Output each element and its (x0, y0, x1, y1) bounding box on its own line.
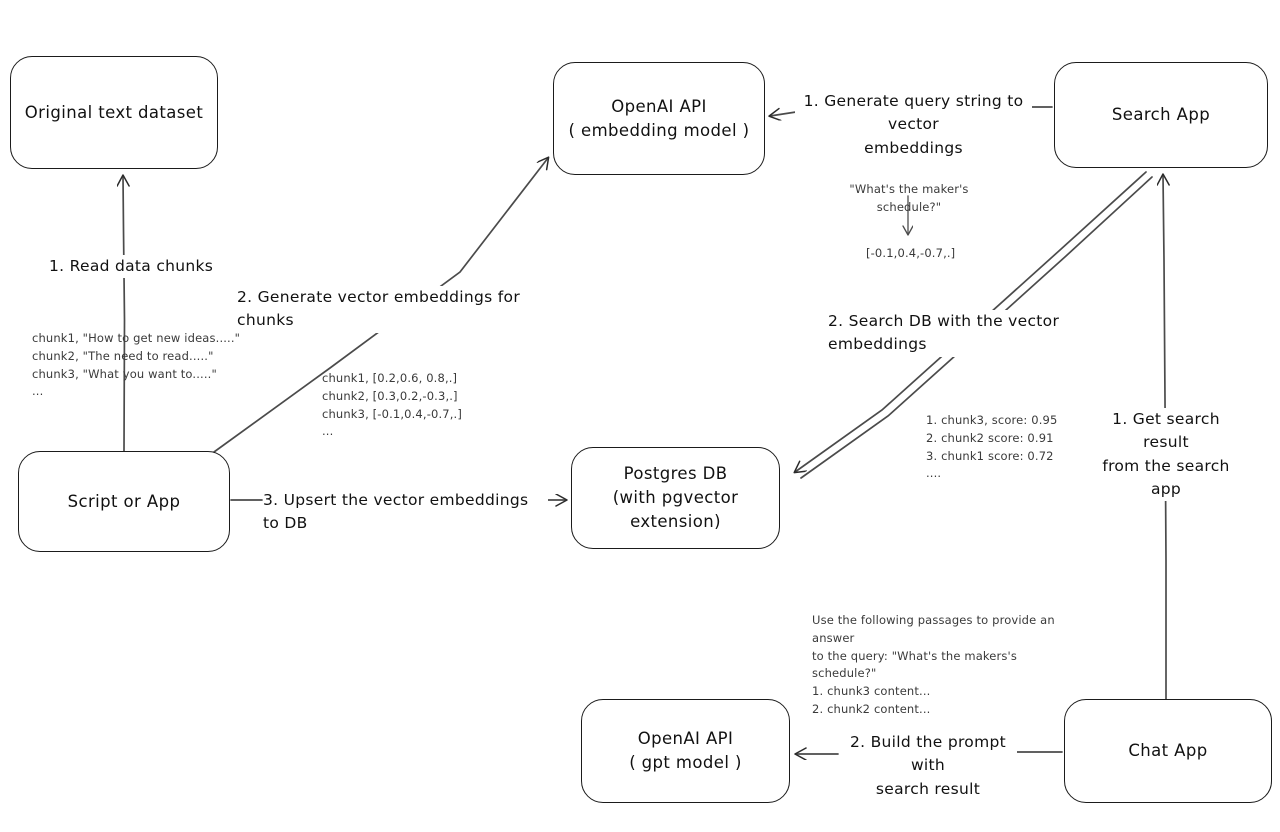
node-original-text-dataset[interactable]: Original text dataset (10, 56, 218, 169)
node-label: Postgres DB (with pgvector extension) (612, 464, 739, 531)
note-search-results: 1. chunk3, score: 0.95 2. chunk2 score: … (926, 413, 1058, 481)
node-label: Chat App (1128, 741, 1208, 761)
node-search-app[interactable]: Search App (1054, 62, 1268, 168)
note-chunk-embeddings: chunk1, [0.2,0.6, 0.8,.] chunk2, [0.3,0.… (322, 371, 462, 439)
node-label: OpenAI API ( gpt model ) (629, 729, 742, 772)
connector-script-to-dataset (123, 176, 125, 452)
note-prompt: Use the following passages to provide an… (812, 613, 1055, 717)
edge-label-upsert-embeddings: 3. Upsert the vector embeddings to DB (263, 489, 548, 536)
edge-label-search-db-with-embeddings: 2. Search DB with the vector embeddings (828, 310, 1134, 357)
edge-label-build-the-prompt: 2. Build the prompt with search result (839, 731, 1017, 801)
note-query-string: "What's the maker's schedule?" (849, 182, 969, 214)
node-script-or-app[interactable]: Script or App (18, 451, 230, 552)
edge-label-generate-vector-embeddings: 2. Generate vector embeddings for chunks (237, 286, 549, 333)
edge-label-read-data-chunks: 1. Read data chunks (49, 255, 239, 279)
edge-label-generate-query-embeddings: 1. Generate query string to vector embed… (795, 90, 1032, 160)
node-postgres-db[interactable]: Postgres DB (with pgvector extension) (571, 447, 780, 549)
note-source-chunks: chunk1, "How to get new ideas....." chun… (32, 331, 241, 399)
node-label: Search App (1111, 105, 1211, 125)
note-query-embedding: [-0.1,0.4,-0.7,.] (866, 246, 956, 260)
node-openai-gpt-api[interactable]: OpenAI API ( gpt model ) (581, 699, 790, 803)
node-label: Script or App (67, 491, 181, 511)
node-chat-app[interactable]: Chat App (1064, 699, 1272, 803)
node-openai-embedding-api[interactable]: OpenAI API ( embedding model ) (553, 62, 765, 175)
edge-label-get-search-result: 1. Get search result from the search app (1090, 408, 1242, 501)
node-label: OpenAI API ( embedding model ) (568, 96, 750, 140)
node-label: Original text dataset (24, 102, 204, 122)
